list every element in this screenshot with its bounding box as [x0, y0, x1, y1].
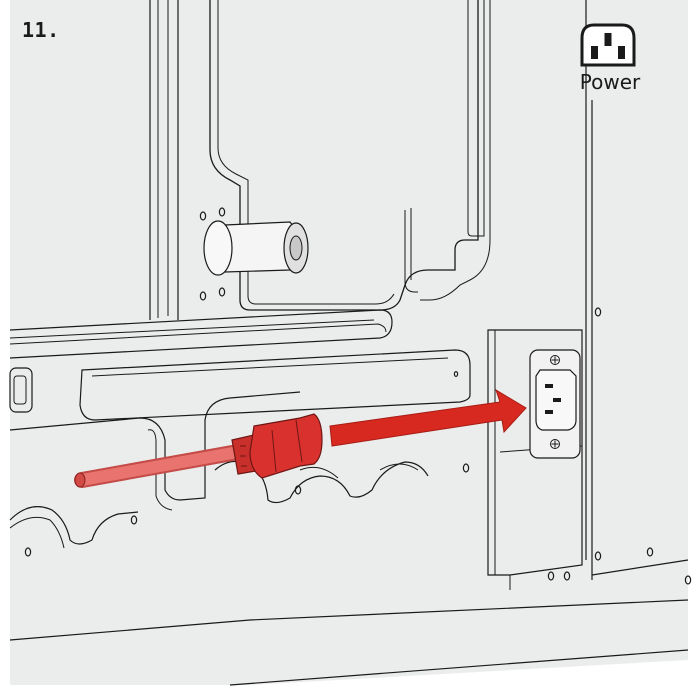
power-label: Power	[579, 70, 641, 94]
power-cable	[74, 444, 246, 488]
power-plug	[231, 413, 323, 479]
iec-power-inlet[interactable]	[529, 349, 581, 459]
step-number: 11.	[22, 18, 60, 42]
iec-c13-power-inlet-icon	[578, 22, 638, 68]
standoff-post	[203, 220, 309, 276]
insertion-arrow	[329, 388, 527, 447]
power-supply-plate	[487, 329, 583, 576]
